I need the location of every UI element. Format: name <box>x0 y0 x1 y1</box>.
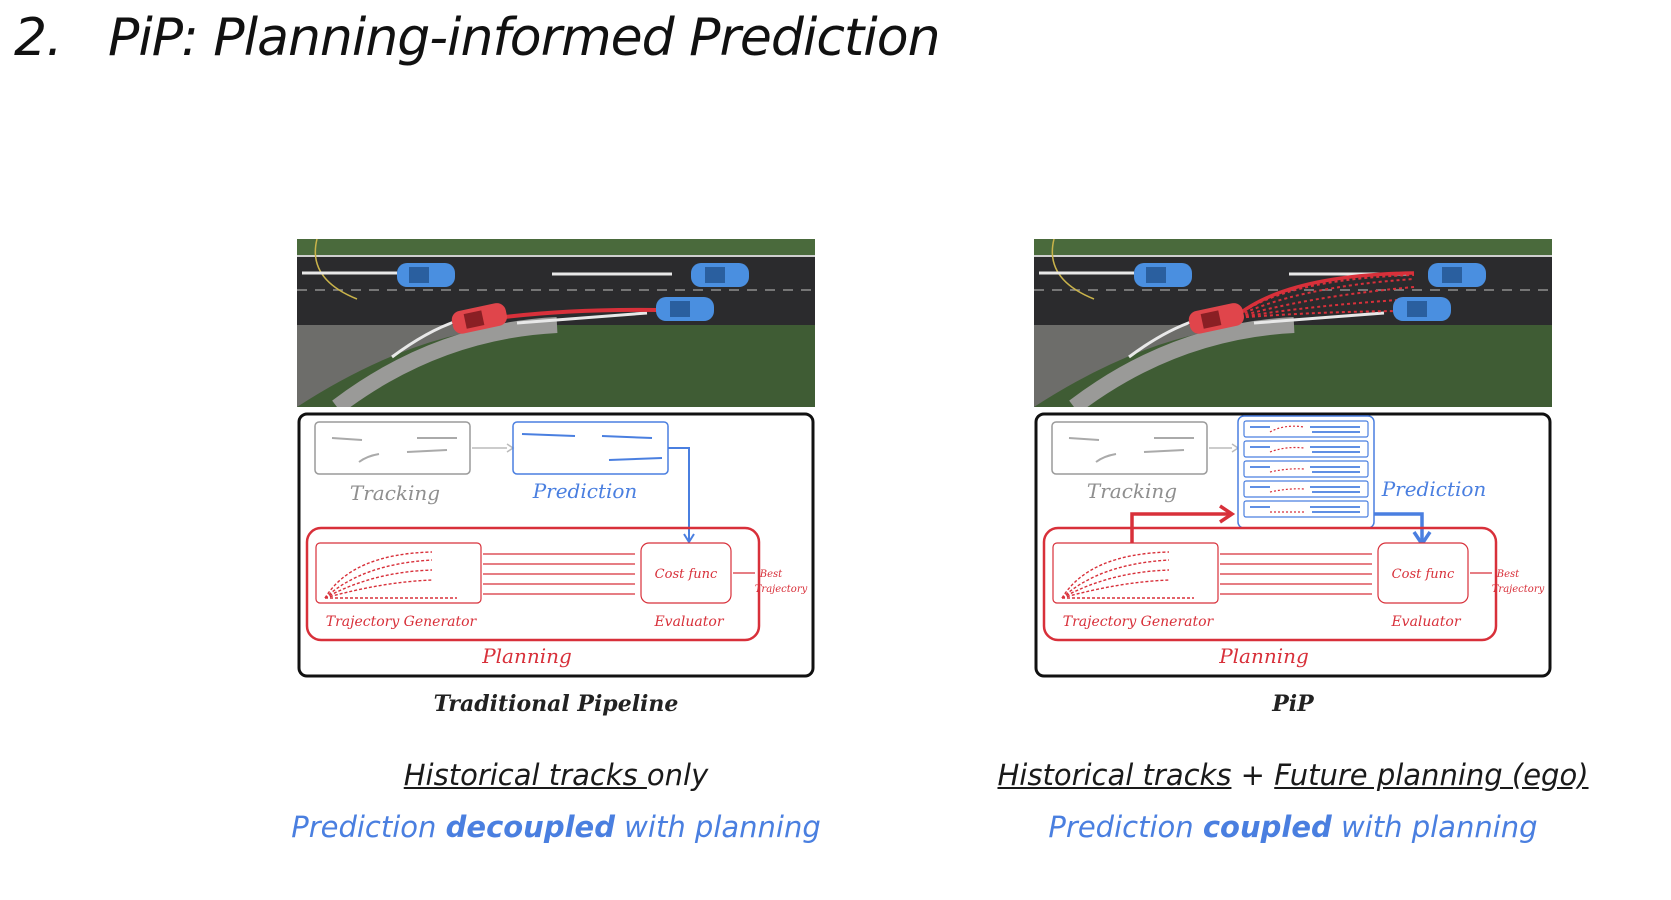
red-ego-car <box>451 303 508 334</box>
prediction-label: Prediction <box>1381 477 1487 501</box>
slide-title-text: PiP: Planning-informed Prediction <box>108 8 941 68</box>
track-glyph <box>358 453 380 463</box>
tracking-box <box>1051 421 1208 475</box>
road-scene-pip <box>1034 239 1552 407</box>
grass-top <box>1034 239 1552 255</box>
trajectory-out-label: Trajectory <box>1492 584 1545 595</box>
prediction-word: Prediction <box>291 810 446 844</box>
track-glyph <box>1143 449 1185 453</box>
cost-func-label: Cost func <box>655 567 718 582</box>
ego-trajectory <box>1232 271 1415 320</box>
traditional-pipeline-panel: Tracking Prediction Cost func Best Traje… <box>297 239 815 717</box>
track-line <box>516 311 648 325</box>
coupled-word: coupled <box>1202 810 1332 844</box>
planning-box <box>1042 526 1498 642</box>
planning-to-prediction-arrow <box>1130 512 1230 544</box>
ramp <box>1069 317 1295 407</box>
pip-caption: PiP <box>1272 691 1314 717</box>
right-inputs-line: Historical tracks + Future planning (ego… <box>933 758 1653 792</box>
prediction-label: Prediction <box>532 479 638 503</box>
red-ego-car <box>1188 303 1245 334</box>
planning-label: Planning <box>1218 644 1309 668</box>
track-line <box>1253 311 1385 325</box>
grass-bottom <box>297 325 815 407</box>
evaluator-label: Evaluator <box>653 614 724 630</box>
trajectory-generator-box <box>315 542 482 604</box>
blue-car <box>656 297 714 321</box>
blue-car <box>1134 263 1192 287</box>
trajectory-out-label: Trajectory <box>755 584 808 595</box>
best-label: Best <box>1496 569 1520 580</box>
future-planning-text: Future planning (ego) <box>1274 758 1589 792</box>
tracking-label: Tracking <box>350 481 440 505</box>
candidate-trajectories <box>1061 551 1194 599</box>
prediction-glyph <box>608 457 663 461</box>
evaluator-label: Evaluator <box>1390 614 1461 630</box>
prediction-word: Prediction <box>1048 810 1203 844</box>
trajectory-generator-box <box>1052 542 1219 604</box>
road-scene-traditional <box>297 239 815 407</box>
only-text: only <box>646 758 709 792</box>
tracking-box <box>314 421 471 475</box>
grass-top <box>297 239 815 255</box>
right-coupling-line: Prediction coupled with planning <box>933 810 1653 844</box>
diagram-frame <box>1034 412 1552 678</box>
track-glyph <box>406 449 448 453</box>
blue-car <box>397 263 455 287</box>
prediction-glyph <box>601 435 653 439</box>
planning-arrow-head <box>1219 504 1236 524</box>
cost-func-box <box>1377 542 1469 604</box>
cost-func-box <box>640 542 732 604</box>
blue-car <box>1428 263 1486 287</box>
slide-number: 2. <box>14 8 63 68</box>
generator-to-evaluator-arrows <box>483 553 635 595</box>
ramp <box>332 317 558 407</box>
track-glyph <box>1068 437 1100 441</box>
pip-panel: Tracking Prediction Cost func Best Traje… <box>1034 239 1552 717</box>
prediction-rows <box>1243 420 1369 518</box>
cost-func-label: Cost func <box>1392 567 1455 582</box>
trajectory-generator-label: Trajectory Generator <box>1063 614 1215 630</box>
prediction-arrow-head <box>683 533 695 544</box>
traditional-pipeline-caption: Traditional Pipeline <box>433 691 679 717</box>
grass-bottom <box>1034 325 1552 407</box>
pipeline-diagram-pip: Tracking Prediction Cost func Best Traje… <box>1034 412 1552 678</box>
best-label: Best <box>759 569 783 580</box>
blue-car <box>691 263 749 287</box>
blue-car <box>1393 297 1451 321</box>
planning-box <box>305 526 761 642</box>
plus-sign: + <box>1231 758 1275 792</box>
pipeline-diagram-traditional: Tracking Prediction Cost func Best Traje… <box>297 412 815 678</box>
track-glyph <box>1095 453 1117 463</box>
candidate-trajectories <box>1233 274 1415 319</box>
left-coupling-line: Prediction decoupled with planning <box>196 810 916 844</box>
slide-title: 2. PiP: Planning-informed Prediction <box>14 8 941 68</box>
left-inputs-line: Historical tracks only <box>196 758 916 792</box>
historical-tracks-text: Historical tracks <box>403 758 647 792</box>
historical-tracks-text: Historical tracks <box>997 758 1232 792</box>
candidate-trajectories <box>324 551 457 599</box>
diagram-frame <box>297 412 815 678</box>
decoupled-word: decoupled <box>445 810 615 844</box>
trajectory-generator-label: Trajectory Generator <box>326 614 478 630</box>
generator-to-evaluator-arrows <box>1220 553 1372 595</box>
prediction-glyph <box>521 433 576 437</box>
prediction-to-cost-arrow <box>668 447 690 540</box>
planning-label: Planning <box>481 644 572 668</box>
ego-trajectory <box>496 307 658 320</box>
with-planning-text: with planning <box>614 810 821 844</box>
prediction-to-cost-arrow <box>1374 512 1424 542</box>
track-line <box>391 319 458 359</box>
tracking-label: Tracking <box>1087 479 1177 503</box>
track-glyph <box>331 437 363 441</box>
track-line <box>1128 319 1195 359</box>
with-planning-text: with planning <box>1331 810 1538 844</box>
